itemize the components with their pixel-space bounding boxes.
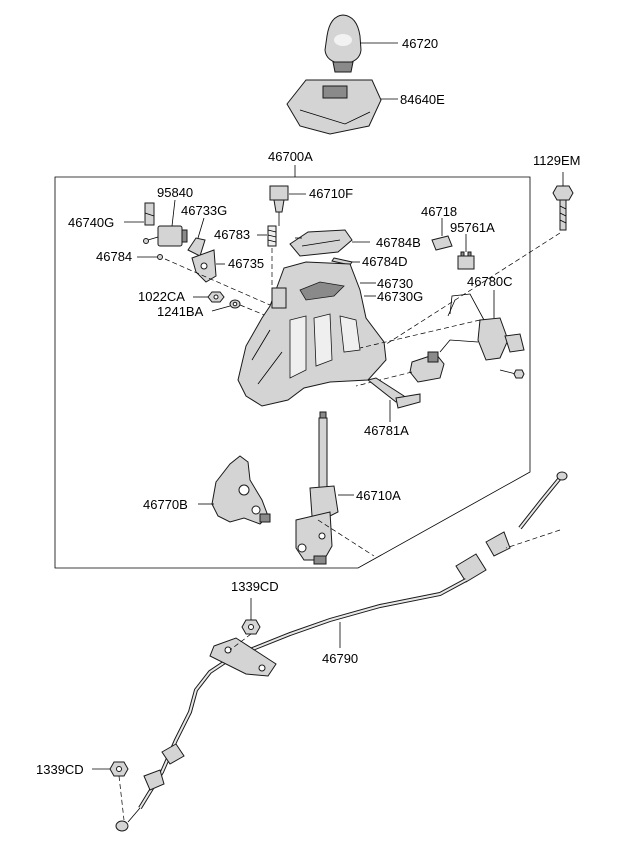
label-46735: 46735 [228,256,265,271]
label-1022ca: 1022CA [138,289,185,304]
shift-housing-46730 [237,261,387,407]
switch-95761a [457,251,475,270]
clip-46740g [144,202,155,226]
label-95761a: 95761A [450,220,495,235]
label-46780c: 46780C [467,274,513,289]
bracket-46770b [211,455,271,525]
label-46790: 46790 [322,651,359,666]
pin-46784 [157,254,163,260]
label-1339cd-top: 1339CD [231,579,279,594]
wiring-harness-46780c [409,293,525,383]
sensor-46710f [269,185,289,226]
part-46718 [431,235,453,251]
label-1339cd-bottom: 1339CD [36,762,84,777]
solenoid-95840 [143,225,188,247]
bolt-1129em [552,185,574,231]
label-46710f: 46710F [309,186,354,201]
lever-46733g [187,237,206,257]
label-84640e: 84640E [400,92,445,107]
label-46770b: 46770B [143,497,188,512]
bracket-46735 [191,249,217,283]
label-95840: 95840 [157,185,194,200]
label-46784b: 46784B [376,235,421,250]
label-46710a: 46710A [356,488,401,503]
nut-1339cd-top [241,619,261,635]
label-46730g: 46730G [377,289,424,304]
nut-1339cd-bottom [109,761,129,777]
lever-assembly-46710a [295,411,339,565]
label-46700a: 46700A [268,149,313,164]
assembly-outline [54,176,531,569]
label-46730: 46730 [377,276,414,291]
label-46740g: 46740G [68,215,115,230]
label-46720: 46720 [402,36,439,51]
label-46718: 46718 [421,204,458,219]
shift-boot [286,79,382,135]
label-46783: 46783 [214,227,251,242]
label-46733g: 46733G [181,203,228,218]
label-46781a: 46781A [364,423,409,438]
label-46784: 46784 [96,249,133,264]
label-46784d: 46784D [362,254,408,269]
shift-cable-46790 [115,471,568,832]
shift-knob [324,14,362,73]
gate-plate-46784b [289,229,353,257]
rod-46781a [366,377,421,409]
label-1129em: 1129EM [533,153,581,168]
spring-46783 [267,225,277,247]
label-1241ba: 1241BA [157,304,204,319]
nut-washer [207,291,241,309]
